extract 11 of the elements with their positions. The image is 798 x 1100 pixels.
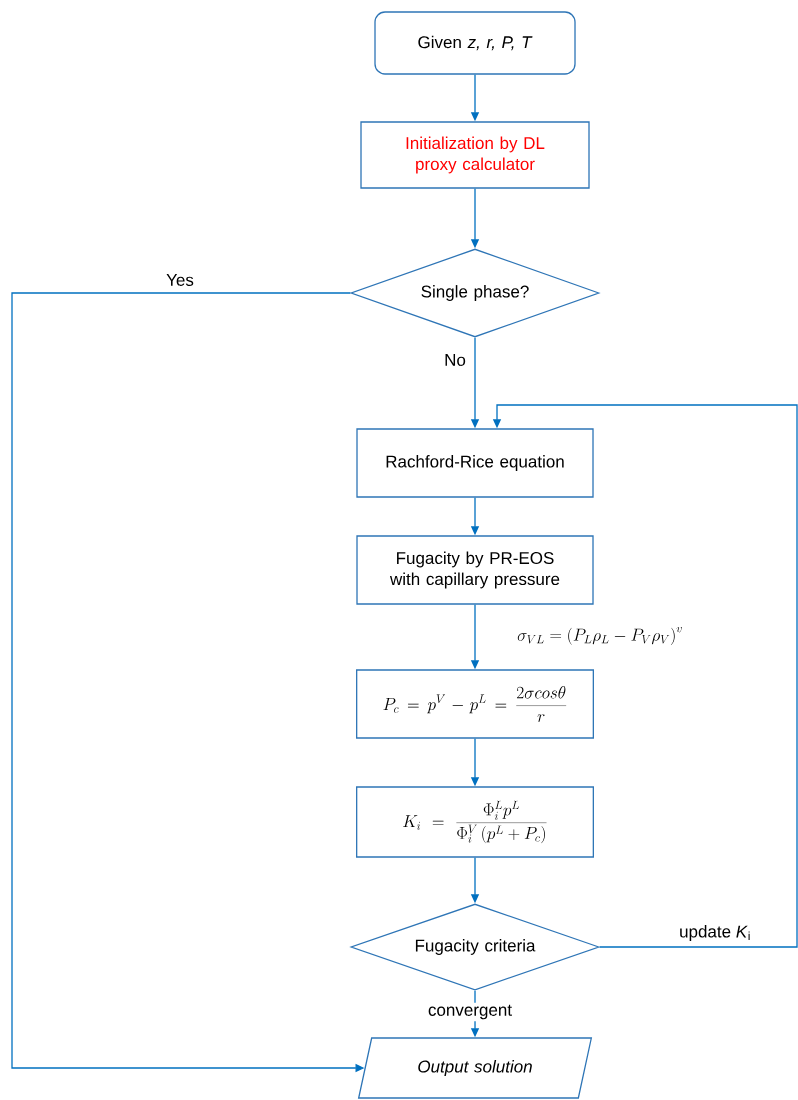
formula-box: $P_c = p^V - p^L = \frac{2\sigma cos\theta}{r}$ [356,669,594,739]
process-box: Initialization by DL proxy calculator [360,121,590,189]
formula-box: $K_i = \frac{\Phi_i^L p^L}{\Phi_i^V \left(p^L + P_c\right)}$ [356,786,594,858]
process-box: Fugacity by PR-EOS with capillary pressure [356,535,594,605]
process-box: Rachford-Rice equation [356,428,594,498]
start-box: Given z, r, P, T [374,11,576,75]
edge-label: No [442,352,468,368]
edge-label: $\sigma_{VL} = \left(P_L\rho_L - P_V\rho_V\right)^{v}$ [515,625,685,647]
edge-label: convergent [425,1002,515,1022]
edge-label: Yes [164,272,196,288]
edge-label: update K$_{i}$ [677,923,753,943]
